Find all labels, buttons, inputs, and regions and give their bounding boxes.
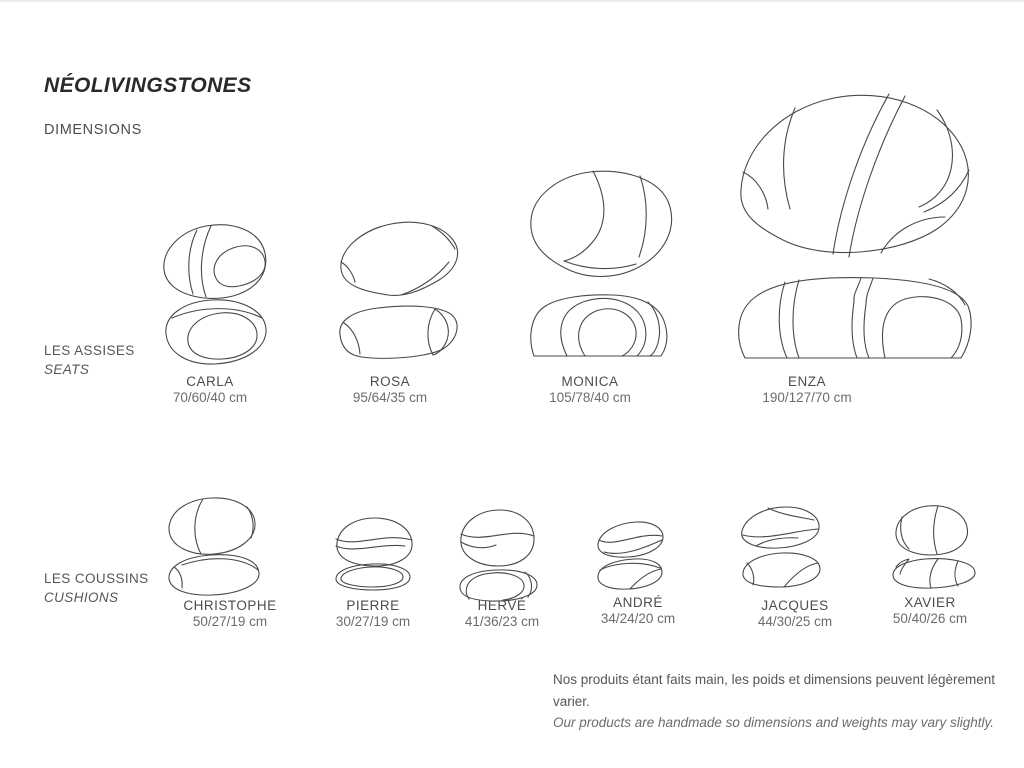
page-title: NÉOLIVINGSTONES (44, 74, 252, 98)
product-name: XAVIER (904, 595, 956, 610)
stone-drawing-pierre (335, 517, 413, 591)
product-name: JACQUES (761, 598, 829, 613)
product-label-christophe: CHRISTOPHE 50/27/19 cm (150, 598, 310, 630)
product-name: HERVÉ (477, 598, 527, 613)
product-dimensions: 34/24/20 cm (600, 611, 676, 626)
cushions-section-label: LES COUSSINS CUSHIONS (44, 569, 149, 607)
page-subtitle: DIMENSIONS (44, 122, 142, 138)
product-label-xavier: XAVIER 50/40/26 cm (850, 595, 1010, 627)
footer-note: Nos produits étant faits main, les poids… (553, 669, 1024, 734)
product-label-rosa: ROSA 95/64/35 cm (310, 374, 470, 406)
product-label-monica: MONICA 105/78/40 cm (510, 374, 670, 406)
stone-drawing-rosa (339, 221, 459, 359)
stone-drawing-monica (530, 170, 673, 357)
product-name: CHRISTOPHE (183, 598, 277, 613)
stone-drawing-andre (597, 521, 664, 590)
product-name: PIERRE (346, 598, 400, 613)
footer-note-fr: Nos produits étant faits main, les poids… (553, 672, 995, 709)
product-label-herve: HERVÉ 41/36/23 cm (422, 598, 582, 630)
product-dimensions: 190/127/70 cm (762, 390, 852, 405)
product-dimensions: 44/30/25 cm (757, 614, 833, 629)
stone-drawing-carla (163, 224, 267, 365)
product-name: ROSA (369, 374, 411, 389)
product-dimensions: 105/78/40 cm (549, 390, 631, 405)
product-dimensions: 70/60/40 cm (172, 390, 248, 405)
footer-note-en: Our products are handmade so dimensions … (553, 715, 994, 730)
product-dimensions: 50/40/26 cm (892, 611, 968, 626)
product-name: ANDRÉ (613, 595, 663, 610)
seats-label-en: SEATS (44, 362, 90, 377)
cushions-label-en: CUSHIONS (44, 590, 119, 605)
product-name: CARLA (186, 374, 234, 389)
page-top-divider (0, 0, 1024, 2)
product-label-andre: ANDRÉ 34/24/20 cm (558, 595, 718, 627)
product-dimensions: 41/36/23 cm (464, 614, 540, 629)
product-name: ENZA (787, 374, 826, 389)
product-name: MONICA (561, 374, 619, 389)
stone-drawing-christophe (168, 497, 260, 596)
product-dimensions: 95/64/35 cm (352, 390, 428, 405)
seats-label-fr: LES ASSISES (44, 343, 135, 358)
product-label-jacques: JACQUES 44/30/25 cm (715, 598, 875, 630)
stone-drawing-enza (738, 93, 972, 359)
product-label-carla: CARLA 70/60/40 cm (130, 374, 290, 406)
stone-drawing-xavier (892, 505, 976, 589)
product-dimensions: 30/27/19 cm (335, 614, 411, 629)
stone-drawing-herve (459, 509, 538, 602)
stone-drawing-jacques (741, 506, 821, 588)
seats-section-label: LES ASSISES SEATS (44, 341, 135, 379)
product-label-pierre: PIERRE 30/27/19 cm (293, 598, 453, 630)
product-dimensions: 50/27/19 cm (192, 614, 268, 629)
product-label-enza: ENZA 190/127/70 cm (727, 374, 887, 406)
cushions-label-fr: LES COUSSINS (44, 571, 149, 586)
